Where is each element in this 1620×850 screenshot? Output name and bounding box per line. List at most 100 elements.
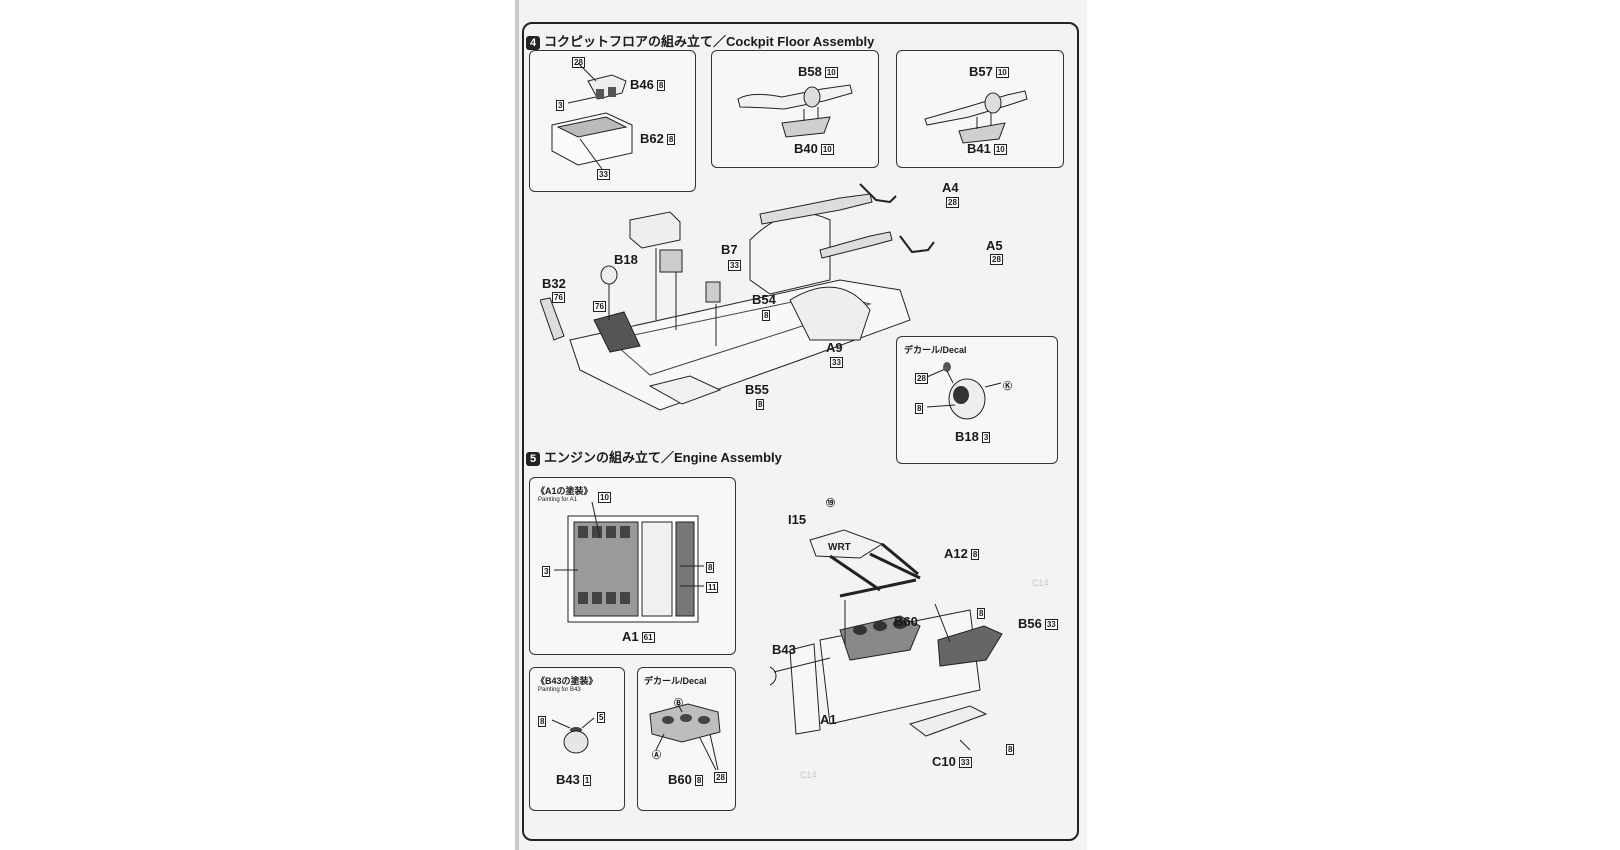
callout-28: 28 <box>572 57 585 68</box>
callout-11: 11 <box>706 582 719 593</box>
callout-3: 3 <box>542 566 551 577</box>
part-b41-text: B41 <box>967 141 991 156</box>
engine-assembly-drawing: WRT <box>770 529 1003 751</box>
color-8: 8 <box>762 310 771 321</box>
part-a4-label: A4 <box>942 180 959 195</box>
color-61: 61 <box>641 632 655 644</box>
part-b58-text: B58 <box>798 64 822 79</box>
b57-b41-drawing <box>924 90 1028 144</box>
i15-mark: ⑲ <box>826 498 836 508</box>
callout-3: 3 <box>556 100 565 111</box>
part-i15-label: I15 <box>788 512 807 527</box>
callout-28: 28 <box>714 772 727 783</box>
instruction-frame <box>522 22 1079 841</box>
part-a9-label: A9 <box>826 340 843 355</box>
ghost-text: C14 <box>800 770 817 780</box>
a1-painting-subtitle: Painting for A1 <box>538 497 578 503</box>
callout-10: 10 <box>598 492 611 503</box>
step5-title-text: エンジンの組み立て／Engine Assembly <box>544 450 782 465</box>
callout-33: 33 <box>597 169 610 180</box>
part-b62-text: B62 <box>640 131 664 146</box>
step4-number: 4 <box>526 36 540 50</box>
color-10: 10 <box>995 67 1009 79</box>
callout-28: 28 <box>915 373 928 384</box>
part-b32-label: B32 <box>542 276 566 291</box>
b18-decal-drawing <box>926 362 1002 420</box>
step5-number: 5 <box>526 452 540 466</box>
b43-painting-drawing <box>551 717 595 754</box>
callout-76: 76 <box>593 301 606 312</box>
part-b40-text: B40 <box>794 141 818 156</box>
part-c10-text: C10 <box>932 754 956 769</box>
decal-k-mark: Ⓚ <box>1003 381 1013 391</box>
color-10: 10 <box>820 144 834 156</box>
callout-8: 8 <box>915 403 924 414</box>
decal-title: デカール/Decal <box>644 676 707 686</box>
callout-8: 8 <box>538 716 547 727</box>
decal-a-mark: Ⓐ <box>652 750 662 760</box>
cockpit-floor-assembly-drawing <box>540 183 935 411</box>
b60-decal-drawing <box>649 703 721 771</box>
b58-b40-drawing <box>737 84 853 138</box>
color-33: 33 <box>958 757 972 769</box>
a1-painting-title: 《A1の塗装》 <box>536 486 593 496</box>
part-b60-text: B60 <box>668 772 692 787</box>
callout-8: 8 <box>706 562 715 573</box>
color-3: 3 <box>981 432 991 444</box>
callout-28: 28 <box>990 254 1003 265</box>
part-b46-text: B46 <box>630 77 654 92</box>
color-8: 8 <box>656 80 666 92</box>
decal-title: デカール/Decal <box>904 345 967 355</box>
color-8: 8 <box>666 134 676 146</box>
b46-b62-drawing <box>551 62 633 170</box>
color-10: 10 <box>993 144 1007 156</box>
color-1: 1 <box>582 775 592 787</box>
wrt-logo-text: WRT <box>828 542 851 553</box>
callout-28: 28 <box>946 197 959 208</box>
callout-33: 33 <box>830 357 843 368</box>
color-8: 8 <box>756 399 765 410</box>
b43-painting-subtitle: Painting for B43 <box>538 687 581 693</box>
part-b7-label: B7 <box>721 242 738 257</box>
part-b60-label: B60 <box>894 614 918 629</box>
callout-33: 33 <box>728 260 741 271</box>
part-b57-text: B57 <box>969 64 993 79</box>
step4-title: 4 コクピットフロアの組み立て／Cockpit Floor Assembly <box>526 31 874 50</box>
part-b43-label: B43 <box>772 642 796 657</box>
decal-b-mark: Ⓑ <box>674 698 684 708</box>
color-8: 8 <box>694 775 704 787</box>
step4-title-text: コクピットフロアの組み立て／Cockpit Floor Assembly <box>544 34 875 49</box>
part-a12-text: A12 <box>944 546 968 561</box>
callout-76: 76 <box>552 292 565 303</box>
part-a1-text: A1 <box>622 629 639 644</box>
part-b18-label: B18 <box>614 252 638 267</box>
part-b56-text: B56 <box>1018 616 1042 631</box>
part-b54-label: B54 <box>752 292 776 307</box>
color-8: 8 <box>970 549 980 561</box>
step5-title: 5 エンジンの組み立て／Engine Assembly <box>526 447 782 466</box>
part-b43-text: B43 <box>556 772 580 787</box>
color-10: 10 <box>824 67 838 79</box>
color-8: 8 <box>977 608 986 619</box>
part-a5-label: A5 <box>986 238 1003 253</box>
ghost-text: C14 <box>1032 578 1049 588</box>
